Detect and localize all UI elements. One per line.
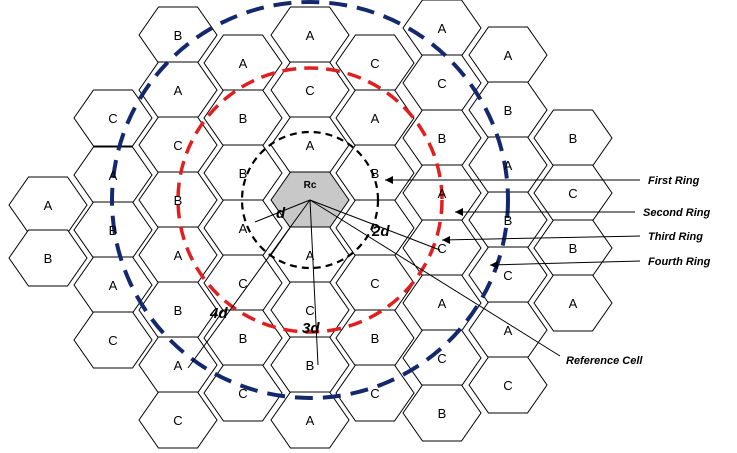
ring-circles <box>110 0 510 400</box>
distance-label: 2d <box>371 223 390 240</box>
labels: ABCABACBACBABACABBACBCACARcACBACABCCBCAC… <box>44 21 711 428</box>
cell-label: B <box>504 103 513 118</box>
cell-label: B <box>371 331 380 346</box>
ring-circle <box>110 0 510 400</box>
cell-label: C <box>305 303 314 318</box>
cell-label: A <box>306 28 315 43</box>
ring-pointer-line <box>489 260 641 266</box>
cell-label: C <box>173 413 182 428</box>
cell-label: B <box>174 28 183 43</box>
cell-label: A <box>438 186 447 201</box>
arrow-head-icon <box>490 261 498 269</box>
distance-label: 3d <box>302 320 320 337</box>
cell-label: B <box>371 166 380 181</box>
cell-label: A <box>504 158 513 173</box>
cell-hex <box>73 89 153 147</box>
cell-label: A <box>438 296 447 311</box>
ring-label: Third Ring <box>648 231 703 243</box>
cell-label: A <box>174 358 183 373</box>
cell-label: A <box>174 83 183 98</box>
cell-hex <box>533 274 613 332</box>
cell-label: C <box>370 276 379 291</box>
cell-label: A <box>504 323 513 338</box>
cell-label: B <box>44 251 53 266</box>
arrow-head-icon <box>442 236 450 244</box>
cell-label: B <box>569 241 578 256</box>
cell-label: A <box>109 168 118 183</box>
ring-pointer-line <box>441 235 641 241</box>
cell-label: A <box>306 138 315 153</box>
cell-label: C <box>370 386 379 401</box>
cell-label: B <box>174 193 183 208</box>
distance-line <box>187 199 311 369</box>
cell-label: B <box>174 303 183 318</box>
cell-hex <box>73 311 153 369</box>
distance-label: d <box>276 205 286 222</box>
cell-label: A <box>239 221 248 236</box>
ring-label: Second Ring <box>643 207 711 219</box>
cell-label: A <box>438 21 447 36</box>
cell-hex <box>138 391 218 449</box>
ring-circle <box>176 66 444 334</box>
distance-line <box>309 199 319 366</box>
cell-hex <box>402 384 482 442</box>
cell-label: B <box>569 131 578 146</box>
cell-label: B <box>438 131 447 146</box>
cell-label: C <box>437 76 446 91</box>
cell-label: B <box>306 358 315 373</box>
cell-label: A <box>109 278 118 293</box>
reference-cell-name: Reference Cell <box>566 355 643 367</box>
ring-label: Fourth Ring <box>648 256 711 268</box>
cell-label: A <box>239 56 248 71</box>
hex-grid <box>8 0 613 449</box>
cell-hex <box>468 356 548 414</box>
cell-hex <box>270 391 350 449</box>
cell-label: C <box>370 221 379 236</box>
cell-label: A <box>569 296 578 311</box>
cell-label: C <box>568 186 577 201</box>
cell-label: A <box>371 111 380 126</box>
cell-label: A <box>306 413 315 428</box>
arrow-head-icon <box>385 176 393 184</box>
cell-label: B <box>239 166 248 181</box>
cell-label: A <box>306 248 315 263</box>
cell-hex <box>335 364 415 422</box>
cell-label: B <box>504 213 513 228</box>
cell-label: B <box>109 223 118 238</box>
distance-lines <box>187 176 641 369</box>
cell-label: C <box>503 378 512 393</box>
cell-label: C <box>305 83 314 98</box>
reference-pointer-line <box>309 199 561 357</box>
cell-label: A <box>504 48 513 63</box>
cell-label: C <box>238 276 247 291</box>
cell-label: C <box>437 351 446 366</box>
distance-line <box>254 199 311 223</box>
distance-line <box>309 199 441 251</box>
cell-label: C <box>108 333 117 348</box>
arrow-head-icon <box>455 208 463 216</box>
reference-cell-label: Rc <box>304 180 317 191</box>
cell-label: C <box>173 138 182 153</box>
cell-label: C <box>238 386 247 401</box>
distance-label: 4d <box>209 305 228 322</box>
cell-label: C <box>503 268 512 283</box>
cell-label: A <box>44 198 53 213</box>
ring-label: First Ring <box>648 175 700 187</box>
cell-label: B <box>438 406 447 421</box>
cell-hex <box>8 229 88 287</box>
ring-circle <box>240 130 380 270</box>
cell-label: C <box>437 241 446 256</box>
cell-label: C <box>108 111 117 126</box>
cell-label: A <box>174 248 183 263</box>
cell-label: B <box>239 111 248 126</box>
cell-label: C <box>370 56 379 71</box>
cell-label: B <box>239 331 248 346</box>
